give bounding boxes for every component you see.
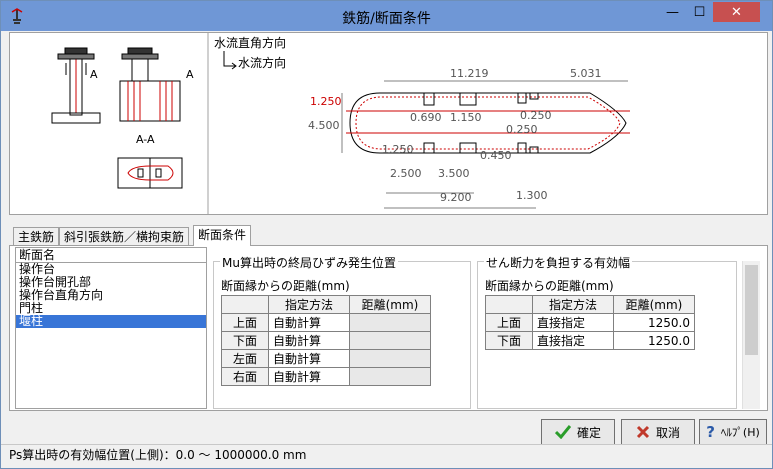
list-item[interactable]: 操作台直角方向 [19, 288, 104, 302]
method-cell[interactable]: 自動計算 [268, 367, 350, 386]
cross-icon [636, 425, 650, 439]
elevation-view [51, 47, 101, 124]
dim-1150: 1.150 [450, 111, 482, 124]
ultimate-strain-group: Mu算出時の終局ひずみ発生位置 [213, 254, 471, 409]
ultimate-strain-title: Mu算出時の終局ひずみ発生位置 [220, 254, 398, 271]
close-button[interactable]: ✕ [713, 2, 760, 22]
distance-cell[interactable] [349, 349, 431, 368]
method-cell[interactable]: 直接指定 [532, 313, 614, 332]
right-table: 指定方法 距離(mm) 上面 直接指定 1250.0 下面 直接指定 1250.… [485, 295, 695, 350]
row-label: 上面 [221, 313, 269, 332]
tab-main-rebar[interactable]: 主鉄筋 [13, 227, 60, 246]
dim-1250-top: 1.250 [310, 95, 342, 108]
direction-vertical: 水流直角方向 [214, 35, 286, 50]
row-label: 左面 [221, 349, 269, 368]
table-row: 下面 直接指定 1250.0 [485, 331, 695, 350]
maximize-icon: ☐ [693, 4, 706, 20]
dim-0250-a: 0.250 [520, 109, 552, 122]
question-icon: ? [706, 423, 715, 441]
elevation-view-2 [119, 47, 181, 122]
distance-cell[interactable]: 1250.0 [613, 331, 695, 350]
list-item[interactable]: 操作台開孔部 [19, 275, 92, 289]
plan-view [117, 157, 183, 189]
col-method: 指定方法 [532, 295, 614, 314]
distance-cell[interactable] [349, 313, 431, 332]
cancel-label: 取消 [655, 425, 680, 440]
effective-width-title: せん断力を負担する有効幅 [484, 254, 633, 271]
dim-0690: 0.690 [410, 111, 442, 124]
row-label: 右面 [221, 367, 269, 386]
pier-section [346, 92, 630, 154]
method-cell[interactable]: 自動計算 [268, 331, 350, 350]
col-method: 指定方法 [268, 295, 350, 314]
distance-cell[interactable] [349, 331, 431, 350]
right-subtitle: 断面縁からの距離(mm) [485, 279, 614, 293]
dim-9200: 9.200 [440, 191, 472, 204]
status-bar: Ps算出時の有効幅位置(上側)：0.0 ～ 1000000.0 mm [1, 444, 772, 466]
row-label: 上面 [485, 313, 533, 332]
effective-width-group: せん断力を負担する有効幅 [477, 254, 737, 409]
list-item[interactable]: 操作台 [19, 262, 56, 276]
distance-cell[interactable]: 1250.0 [613, 313, 695, 332]
vertical-scrollbar[interactable] [742, 261, 760, 409]
maximize-button[interactable]: ☐ [686, 2, 713, 22]
minimize-button[interactable]: — [659, 2, 686, 22]
left-table: 指定方法 距離(mm) 上面 自動計算 下面 自動計算 左面 自動計算 右面 自… [221, 295, 431, 386]
dim-1250-bottom: 1.250 [382, 143, 414, 156]
ok-button[interactable]: 確定 [541, 419, 615, 445]
tab-diagonal-rebar[interactable]: 斜引張鉄筋／横拘束筋 [59, 227, 190, 246]
close-icon: ✕ [731, 4, 742, 20]
method-cell[interactable]: 自動計算 [268, 349, 350, 368]
list-header: 断面名 [16, 248, 206, 263]
title-bar[interactable]: 鉄筋/断面条件 — ☐ ✕ [1, 1, 772, 31]
left-subtitle: 断面縁からの距離(mm) [221, 279, 350, 293]
method-cell[interactable]: 直接指定 [532, 331, 614, 350]
dim-4500: 4.500 [308, 119, 340, 132]
table-row: 下面 自動計算 [221, 331, 431, 350]
dim-5031: 5.031 [570, 67, 602, 80]
distance-cell[interactable] [349, 367, 431, 386]
help-label: ﾍﾙﾌﾟ(H) [720, 426, 760, 439]
dim-2500: 2.500 [390, 167, 422, 180]
window-title: 鉄筋/断面条件 [342, 11, 431, 27]
section-figure: A A A-A [9, 32, 768, 215]
row-label: 下面 [221, 331, 269, 350]
table-row: 右面 自動計算 [221, 367, 431, 386]
list-item-selected[interactable]: 堰柱 [16, 315, 206, 328]
dim-0250-b: 0.250 [506, 123, 538, 136]
help-button[interactable]: ? ﾍﾙﾌﾟ(H) [699, 419, 767, 445]
tab-section-conditions[interactable]: 断面条件 [193, 225, 252, 246]
dimension-lines [341, 80, 628, 209]
direction-flow: 水流方向 [238, 55, 286, 70]
section-drawing: A A A-A [51, 33, 630, 214]
section-list[interactable]: 断面名 操作台 操作台開孔部 操作台直角方向 門柱 堰柱 [15, 247, 207, 409]
ok-label: 確定 [576, 425, 601, 440]
table-row: 上面 直接指定 1250.0 [485, 313, 695, 332]
dim-1300: 1.300 [516, 189, 548, 202]
col-distance: 距離(mm) [349, 295, 431, 314]
minimize-icon: — [666, 4, 679, 20]
col-distance: 距離(mm) [613, 295, 695, 314]
scrollbar-thumb[interactable] [745, 265, 758, 355]
dim-0450: 0.450 [480, 149, 512, 162]
method-cell[interactable]: 自動計算 [268, 313, 350, 332]
list-item[interactable]: 門柱 [19, 301, 44, 315]
row-label: 下面 [485, 331, 533, 350]
check-icon [554, 425, 571, 439]
dim-3500: 3.500 [438, 167, 470, 180]
table-row: 左面 自動計算 [221, 349, 431, 368]
dim-11219: 11.219 [450, 67, 489, 80]
cancel-button[interactable]: 取消 [621, 419, 695, 445]
aa-label: A-A [136, 133, 155, 146]
section-mark-a-left: A [90, 68, 98, 81]
app-icon [11, 8, 23, 24]
section-mark-a-right: A [186, 68, 194, 81]
table-row: 上面 自動計算 [221, 313, 431, 332]
